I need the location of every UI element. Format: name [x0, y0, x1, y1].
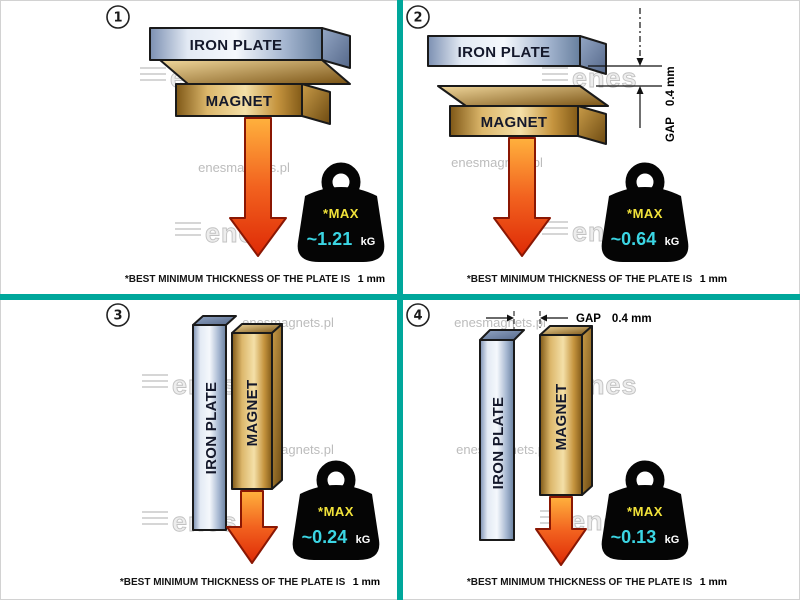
magnet: MAGNET: [159, 59, 351, 125]
panel-number-badge: 1: [106, 5, 130, 29]
weight-value-number: ~1.21: [307, 229, 353, 249]
weight-value: ~0.64 kG: [611, 229, 680, 249]
iron-plate: IRON PLATE: [192, 315, 237, 531]
weight-value: ~0.13 kG: [611, 527, 680, 547]
panel-number: 3: [113, 309, 122, 324]
panel-3: enesmagnets.pl enesmagnets.pl enes enes …: [0, 297, 400, 600]
weight-body: [292, 485, 380, 560]
magnet: MAGNET: [437, 85, 609, 145]
weight: *MAX ~0.24 kG: [292, 460, 380, 560]
weight-value-number: ~0.13: [611, 527, 657, 547]
weight-unit: kG: [356, 534, 371, 546]
magnet-label: MAGNET: [244, 380, 261, 447]
pull-force-arrow: [493, 137, 551, 257]
gap-label: GAP 0.4 mm: [665, 66, 677, 142]
weight: *MAX ~1.21 kG: [297, 162, 385, 262]
iron-plate-label: IRON PLATE: [203, 382, 220, 475]
weight: *MAX ~0.64 kG: [601, 162, 689, 262]
caption: *BEST MINIMUM THICKNESS OF THE PLATE IS …: [467, 269, 727, 286]
panel-2: enes enes enesmagnets.pl 2 IRON PLATE: [400, 0, 800, 302]
magnet: MAGNET: [539, 325, 593, 496]
iron-plate: IRON PLATE: [427, 35, 607, 75]
panel-number: 4: [413, 309, 422, 324]
weight-body: [297, 187, 385, 262]
magnet-label: MAGNET: [481, 114, 548, 131]
weight-value-number: ~0.64: [611, 229, 657, 249]
weight-value: ~0.24 kG: [302, 527, 371, 547]
caption: *BEST MINIMUM THICKNESS OF THE PLATE IS …: [120, 572, 380, 589]
dimension-arrow-down: [636, 58, 644, 66]
panel-number-badge: 4: [406, 303, 430, 327]
pull-force-arrow: [229, 117, 287, 257]
weight-body: [601, 187, 689, 262]
weight-body: [601, 485, 689, 560]
pull-force-arrow: [226, 490, 278, 564]
site-watermark: enesmagnets.pl: [454, 315, 546, 330]
gap-dimension: GAP 0.4 mm: [588, 8, 677, 142]
magnet-label: MAGNET: [553, 384, 570, 451]
panel-number: 2: [413, 11, 422, 26]
weight-max-label: *MAX: [627, 206, 663, 221]
dimension-arrow-right: [507, 314, 514, 322]
panel-number-badge: 2: [406, 5, 430, 29]
panel-number-badge: 3: [106, 303, 130, 327]
pull-force-arrow: [535, 496, 587, 566]
weight-value-number: ~0.24: [302, 527, 348, 547]
panel-1: enes enes enesmagnets.pl 1 IRON PLATE MA: [0, 0, 400, 302]
weight-max-label: *MAX: [323, 206, 359, 221]
iron-plate-label: IRON PLATE: [190, 37, 283, 54]
caption: *BEST MINIMUM THICKNESS OF THE PLATE IS …: [467, 572, 727, 589]
iron-plate: IRON PLATE: [149, 27, 351, 69]
weight-unit: kG: [361, 236, 376, 248]
weight-max-label: *MAX: [627, 504, 663, 519]
horizontal-divider: [0, 294, 800, 300]
caption: *BEST MINIMUM THICKNESS OF THE PLATE IS …: [125, 269, 385, 286]
iron-plate: IRON PLATE: [479, 329, 525, 541]
weight-unit: kG: [665, 236, 680, 248]
magnet: MAGNET: [231, 323, 283, 490]
weight-max-label: *MAX: [318, 504, 354, 519]
weight-value: ~1.21 kG: [307, 229, 376, 249]
gap-label: GAP 0.4 mm: [576, 313, 652, 325]
magnet-label: MAGNET: [206, 93, 273, 110]
iron-plate-label: IRON PLATE: [458, 44, 551, 61]
weight-unit: kG: [665, 534, 680, 546]
panel-4: enesmagnets.pl enesmagnets.pl enes enes …: [400, 297, 800, 600]
gap-dimension: GAP 0.4 mm: [486, 311, 652, 333]
dimension-arrow-up: [636, 86, 644, 94]
iron-plate-label: IRON PLATE: [490, 397, 507, 490]
panel-number: 1: [113, 11, 122, 26]
dimension-arrow-left: [540, 314, 547, 322]
vertical-divider: [397, 0, 403, 600]
weight: *MAX ~0.13 kG: [601, 460, 689, 560]
